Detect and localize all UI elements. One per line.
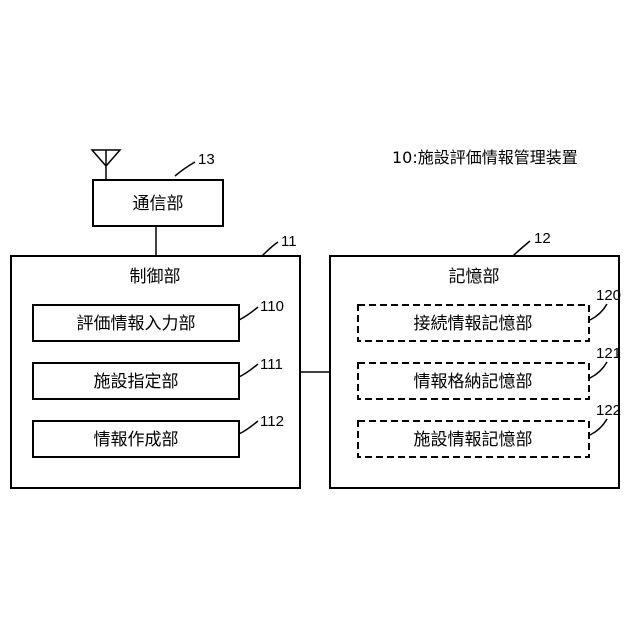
connection-info-storage-label: 接続情報記憶部 — [414, 314, 533, 334]
storage-unit-ref: 12 — [534, 230, 551, 247]
evaluation-input-unit-ref: 110 — [260, 298, 284, 315]
storage-unit: 記憶部 12 接続情報記憶部 120 情報格納記憶部 121 施設情報記憶部 1… — [330, 230, 621, 488]
communication-unit-ref: 13 — [198, 151, 215, 168]
connection-info-storage-ref: 120 — [596, 287, 621, 304]
control-unit-leader — [262, 242, 278, 256]
communication-unit-label: 通信部 — [133, 194, 184, 214]
control-unit: 制御部 11 評価情報入力部 110 施設指定部 111 情報作成部 112 — [11, 233, 300, 488]
information-creation-unit-ref: 112 — [260, 413, 284, 430]
information-creation-unit-label: 情報作成部 — [94, 430, 179, 450]
antenna-icon — [92, 150, 120, 180]
control-unit-ref: 11 — [281, 233, 297, 250]
facility-info-storage-ref: 122 — [596, 402, 621, 419]
info-archive-storage-label: 情報格納記憶部 — [414, 372, 533, 392]
evaluation-input-unit-label: 評価情報入力部 — [77, 314, 196, 334]
communication-unit: 通信部 13 — [93, 151, 223, 226]
storage-unit-leader — [513, 241, 530, 256]
storage-unit-label: 記憶部 — [449, 267, 500, 287]
facility-designation-unit-label: 施設指定部 — [94, 372, 179, 392]
info-archive-storage-ref: 121 — [596, 345, 621, 362]
facility-designation-unit-ref: 111 — [260, 356, 283, 373]
device-title: 10:施設評価情報管理装置 — [392, 148, 578, 167]
control-unit-label: 制御部 — [130, 267, 181, 287]
communication-unit-leader — [175, 162, 195, 176]
facility-info-storage-label: 施設情報記憶部 — [414, 430, 533, 450]
